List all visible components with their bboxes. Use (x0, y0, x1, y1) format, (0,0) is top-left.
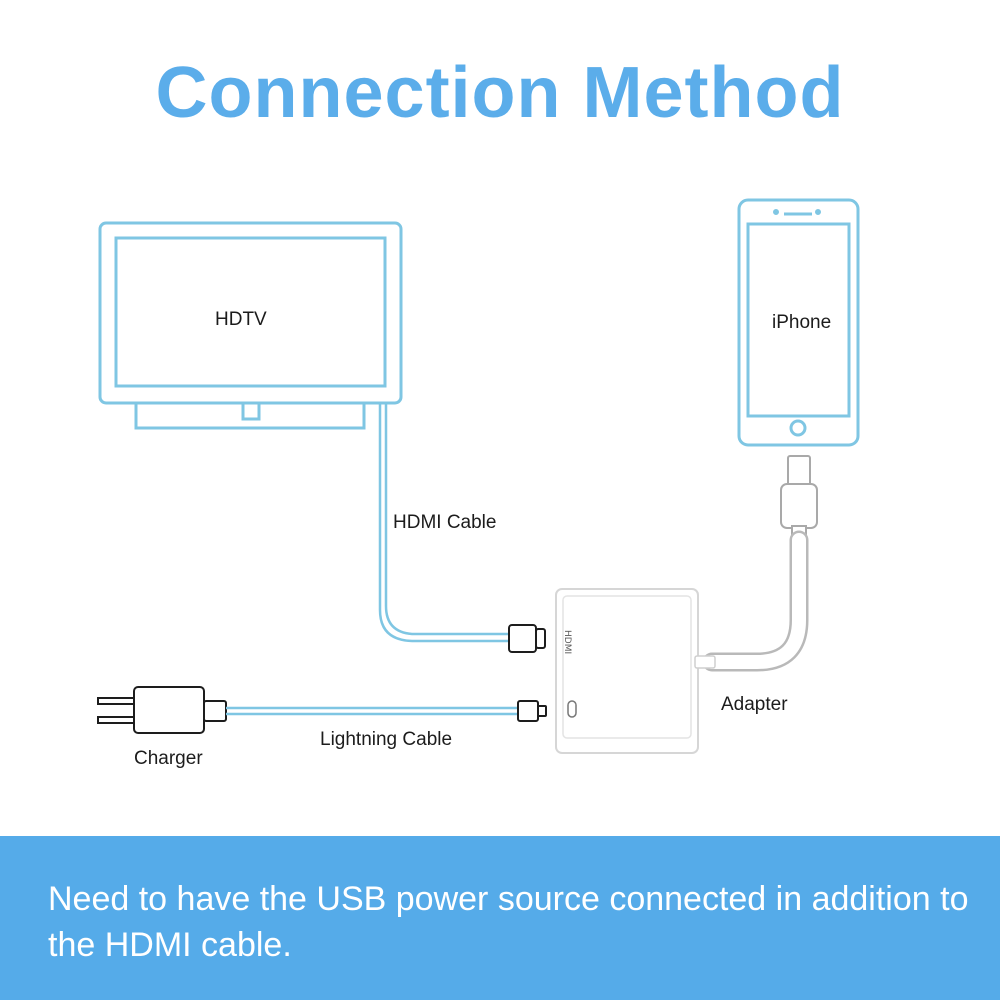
iphone-label: iPhone (772, 312, 832, 333)
lightning-plug-icon (517, 700, 547, 722)
adapter-cable (702, 530, 809, 672)
connection-diagram: HDMI (97, 198, 860, 754)
lightning-cable (226, 706, 520, 716)
hdmi-cable-label: HDMI Cable (393, 512, 497, 533)
charger-icon (97, 686, 227, 734)
adapter-label: Adapter (721, 694, 788, 715)
adapter-port-label: HDMI (562, 630, 572, 654)
page-title: Connection Method (155, 53, 845, 133)
hdtv-label: HDTV (215, 309, 267, 330)
charger-label: Charger (134, 748, 203, 769)
adapter-icon (555, 588, 716, 754)
lightning-cable-label: Lightning Cable (320, 729, 453, 750)
hdmi-cable (384, 403, 512, 636)
iphone-icon (737, 198, 860, 447)
info-banner-text: Need to have the USB power source connec… (48, 880, 969, 964)
hdmi-plug-icon (508, 624, 546, 653)
info-banner (0, 836, 1000, 1000)
lightning-connector-icon (780, 455, 818, 541)
hdtv-icon (98, 221, 403, 430)
